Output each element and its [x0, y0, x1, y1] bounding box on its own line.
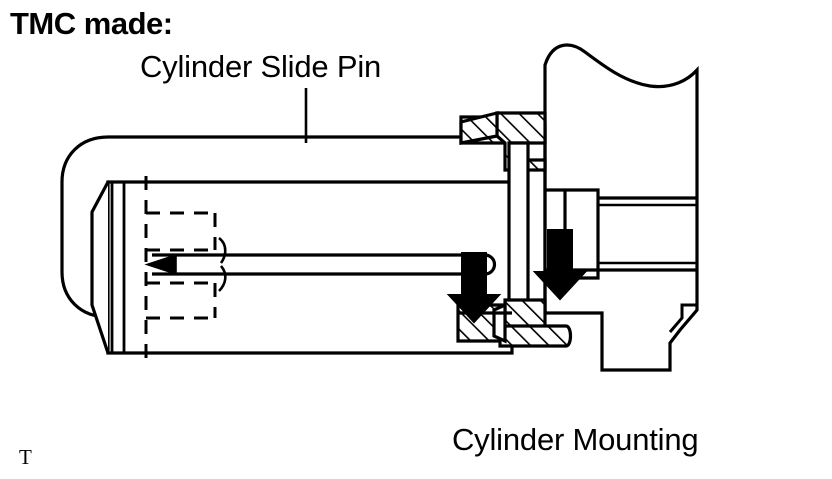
cylinder-slide-pin-rod	[152, 253, 497, 276]
callout-cylinder-slide-pin: Cylinder Slide Pin	[140, 49, 382, 84]
bracket-boss-inner-rails	[598, 203, 697, 265]
bracket-boss-rails	[598, 196, 697, 272]
bracket-step-edge	[668, 303, 697, 333]
lower-collar-wedge	[492, 302, 507, 344]
bracket-boss-inner-edge	[545, 198, 600, 272]
force-arrow-right	[532, 229, 588, 301]
upper-hatched-collar	[495, 111, 547, 172]
rod-tick-lower	[218, 265, 227, 292]
heading-tmc-made: TMC made:	[10, 6, 173, 41]
force-arrow-left	[446, 252, 502, 324]
bracket-boss-collar	[563, 188, 600, 280]
piston-face-lines	[110, 182, 126, 353]
upper-collar-wedge	[459, 110, 499, 145]
cylinder-body	[106, 180, 514, 355]
travel-arrow-head-left	[144, 253, 177, 276]
rubber-boot-cover	[60, 135, 470, 319]
lower-hatched-collar	[503, 298, 547, 332]
lower-left-washer	[456, 303, 507, 343]
callout-cylinder-mounting: Cylinder Mounting	[452, 422, 699, 457]
corner-mark-t: T	[19, 445, 32, 469]
bracket-boss-collar-joint	[545, 188, 565, 280]
piston-nose	[90, 181, 110, 354]
mounting-bolt-shaft	[507, 141, 530, 312]
upper-left-washer	[459, 115, 507, 145]
hidden-detail-lines	[144, 176, 217, 358]
mounting-bracket	[543, 43, 699, 372]
rod-tick-upper	[218, 236, 227, 264]
lower-collar-cap	[498, 324, 573, 348]
